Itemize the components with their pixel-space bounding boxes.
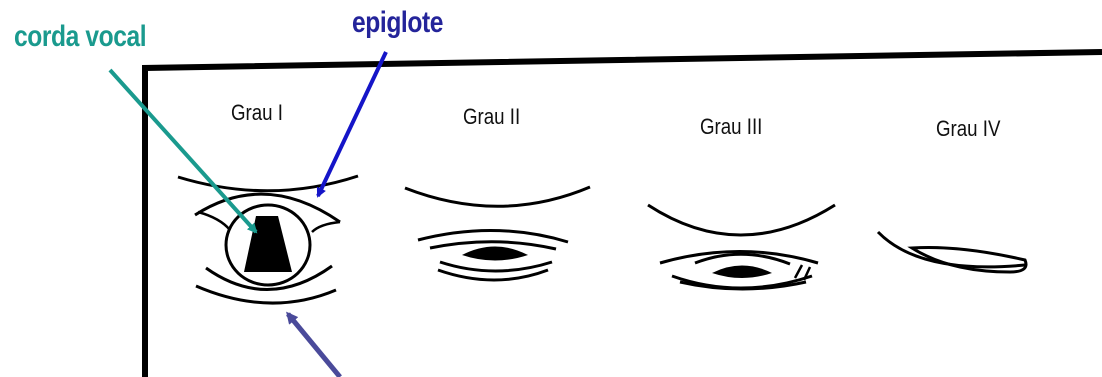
grade-1-illustration (178, 176, 358, 303)
lower-arrow (288, 314, 340, 377)
epiglottis-label: epiglote (352, 6, 443, 40)
epiglottis-arrow (318, 52, 386, 196)
frame (145, 52, 1102, 377)
grade-1-label: Grau I (231, 100, 283, 126)
grade-2-illustration (405, 187, 590, 280)
grade-2-label: Grau II (463, 104, 520, 130)
grade-3-illustration (648, 205, 835, 289)
vocal-cord-label: corda vocal (14, 20, 146, 54)
grade-4-illustration (878, 232, 1026, 272)
vocal-cord-arrow (110, 70, 256, 232)
grade-3-label: Grau III (700, 114, 762, 140)
grade-4-label: Grau IV (936, 116, 1000, 142)
